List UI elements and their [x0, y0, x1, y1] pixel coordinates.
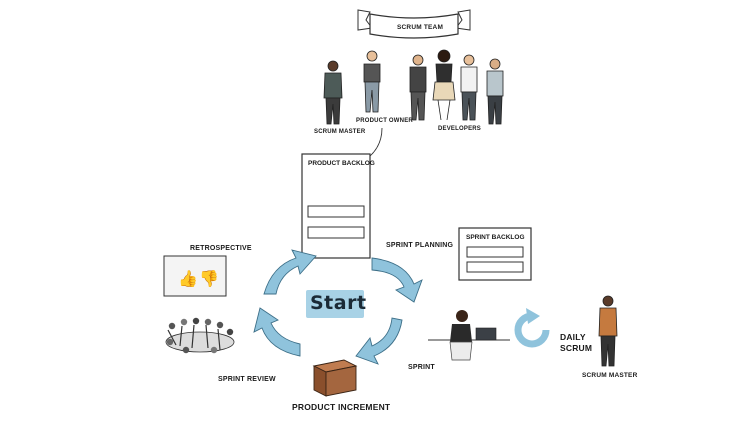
person-daily-scrum-master: [598, 295, 618, 367]
person-developer-1: [409, 54, 427, 121]
cycle-arrow-top-left: [263, 249, 317, 295]
sprint-label: SPRINT: [408, 364, 435, 371]
daily-label-line2: SCRUM: [560, 343, 593, 353]
sprint-planning-label: SPRINT PLANNING: [386, 242, 454, 249]
sprint-review-label: SPRINT REVIEW: [218, 376, 276, 383]
retrospective-label: RETROSPECTIVE: [190, 245, 252, 252]
person-scrum-master: [323, 60, 343, 125]
daily-scrum-cycle-icon: [514, 308, 550, 348]
developers-label: DEVELOPERS: [438, 126, 482, 132]
sprint-cycle-arrows: [253, 249, 423, 365]
scrum-team-banner-label: SCRUM TEAM: [397, 24, 444, 31]
product-backlog-sheet: [301, 153, 371, 259]
team-people: [323, 49, 504, 125]
scrum-master-label: SCRUM MASTER: [314, 129, 366, 135]
cycle-arrow-top-right: [371, 257, 423, 303]
product-backlog-title: PRODUCT BACKLOG: [308, 160, 375, 167]
daily-label-line1: DAILY: [560, 332, 586, 342]
person-developer-4: [486, 58, 504, 125]
cycle-arrow-bottom-left: [253, 307, 301, 357]
daily-scrum-master-label: SCRUM MASTER: [582, 372, 638, 379]
start-label: Start: [310, 292, 367, 314]
developer-at-laptop: [428, 310, 510, 361]
sprint-backlog-sheet: [458, 227, 532, 281]
product-increment-box: [312, 359, 358, 397]
retrospective-board: 👍 👎: [163, 255, 227, 297]
sprint-backlog-title: SPRINT BACKLOG: [466, 234, 525, 241]
sprint-review-group: [165, 317, 235, 354]
product-increment-label: PRODUCT INCREMENT: [292, 402, 391, 412]
thumbs-up-icon: 👍: [178, 269, 198, 288]
scrum-team-banner: [357, 9, 471, 39]
thumbs-down-icon: 👎: [199, 269, 219, 288]
person-product-owner: [363, 50, 381, 113]
cycle-arrow-bottom-right: [355, 317, 403, 365]
person-developer-3: [460, 54, 478, 121]
product-owner-label: PRODUCT OWNER: [356, 118, 413, 124]
person-developer-2: [432, 49, 456, 121]
start-badge: [306, 290, 364, 318]
